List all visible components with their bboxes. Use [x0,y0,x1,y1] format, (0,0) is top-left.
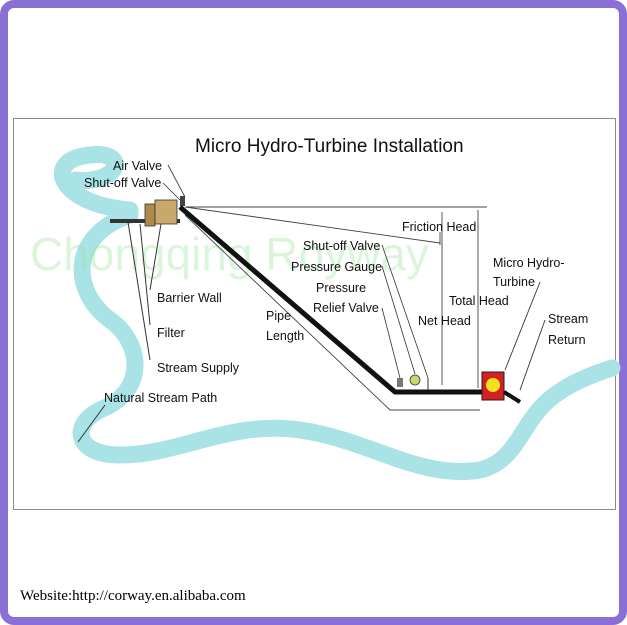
label-stream-supply: Stream Supply [157,361,240,375]
pipe-length-bracket [184,214,480,411]
filter-leader [139,223,151,326]
relief-valve-icon [397,378,403,387]
pressure-gauge-leader [381,265,416,375]
label-pipe: Pipe [266,309,291,323]
air-valve [180,196,185,206]
turbine-core-icon [486,378,500,392]
relief-valve-leader [381,307,401,379]
natural-stream-path [53,146,621,480]
label-relief-valve: Relief Valve [313,301,379,315]
label-length: Length [266,329,304,343]
label-air-valve: Air Valve [113,159,162,173]
pressure-gauge-icon [409,374,421,386]
website-footer: Website:http://corway.en.alibaba.com [20,588,246,604]
label-turbine: Turbine [493,275,535,289]
label-friction-head: Friction Head [402,220,476,234]
label-micro-hydro: Micro Hydro- [493,256,565,270]
label-natural-stream-path: Natural Stream Path [104,391,217,405]
label-stream: Stream [548,312,588,326]
turbine-outlet [502,390,522,404]
label-shutoff-valve-bottom: Shut-off Valve [303,239,380,253]
label-shutoff-valve-top: Shut-off Valve [84,176,161,190]
label-net-head: Net Head [418,314,471,328]
label-total-head: Total Head [449,294,509,308]
shutoff-valve-top-leader [162,182,181,201]
stream-supply-leader [127,221,151,361]
barrier-wall-leader [149,223,162,291]
shutoff-valve-bottom-leader [381,244,429,379]
air-valve-leader [167,164,186,198]
label-filter: Filter [157,326,185,340]
barrier-wall [144,203,156,227]
label-pressure-gauge: Pressure Gauge [291,260,382,274]
label-return: Return [548,333,586,347]
label-pressure: Pressure [316,281,366,295]
label-barrier-wall: Barrier Wall [157,291,222,305]
filter-box [154,199,178,225]
penstock-pipe [178,205,485,395]
friction-head-line [184,206,441,244]
stream-return-leader [519,319,546,391]
diagram-title: Micro Hydro-Turbine Installation [195,136,464,157]
natural-stream-leader [77,404,106,443]
turbine-leader [504,281,541,371]
watermark-text: Chongqing Royway [30,228,429,280]
